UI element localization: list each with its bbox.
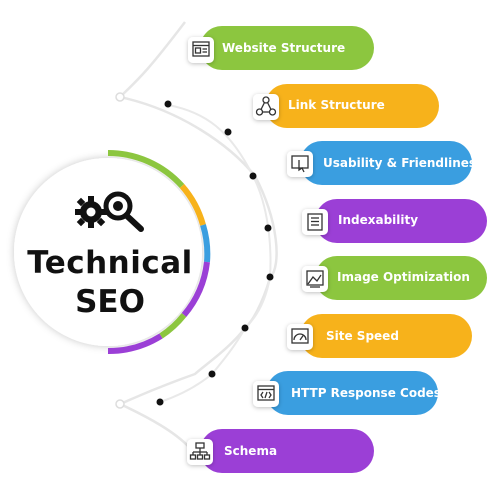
connector-dot — [156, 398, 164, 406]
item-indexability — [302, 199, 487, 243]
icon-tile — [253, 381, 279, 407]
speedometer-icon — [291, 328, 309, 344]
icon-tile — [253, 94, 279, 120]
badge-ring-green-lower — [159, 313, 187, 339]
connector-dot — [266, 273, 274, 281]
label-website-structure: Website Structure — [222, 41, 346, 55]
item-http-response-codes — [253, 371, 438, 415]
badge-ring-purple-lower — [107, 333, 163, 355]
image-chart-icon — [306, 270, 324, 288]
icon-tile — [287, 324, 313, 350]
pill — [315, 256, 487, 300]
item-link-structure — [253, 84, 439, 128]
touch-screen-icon — [291, 155, 309, 173]
label-image-optimization: Image Optimization — [337, 270, 470, 284]
sitemap-icon — [189, 442, 211, 460]
document-list-icon — [307, 213, 323, 231]
connector-dot — [208, 370, 216, 378]
title-line-seo: SEO — [75, 284, 145, 320]
icon-tile — [302, 266, 328, 292]
connector-dot — [249, 172, 257, 180]
item-website-structure — [188, 26, 374, 70]
badge-ring-yellow — [179, 184, 206, 226]
badge-ring-blue — [200, 224, 211, 263]
icon-tile — [302, 209, 328, 235]
connector-dots — [156, 100, 274, 406]
connector-dot — [264, 224, 272, 232]
item-usability-friendliness — [287, 141, 472, 185]
title-line-technical: Technical — [27, 245, 193, 281]
connector-dot — [241, 324, 249, 332]
item-schema — [187, 429, 374, 473]
network-nodes-icon — [255, 96, 277, 116]
website-layout-icon — [192, 41, 210, 57]
label-schema: Schema — [224, 444, 278, 458]
center-badge — [14, 149, 211, 355]
connector-end — [115, 399, 125, 409]
pill — [266, 371, 438, 415]
connector-dot — [224, 128, 232, 136]
badge-ring-green — [107, 149, 185, 189]
label-usability-friendliness: Usability & Friendliness — [323, 156, 484, 170]
pill — [315, 199, 487, 243]
item-site-speed — [287, 314, 472, 358]
pill — [300, 314, 472, 358]
label-http-response-codes: HTTP Response Codes — [291, 386, 441, 400]
connector-dot — [164, 100, 172, 108]
pill — [200, 429, 374, 473]
label-indexability: Indexability — [338, 213, 419, 227]
pill — [300, 141, 472, 185]
pill — [265, 84, 439, 128]
connector-end — [115, 92, 125, 102]
connector-endpoints — [115, 92, 125, 409]
gear-magnifier-icon — [75, 191, 144, 232]
pill — [200, 26, 374, 70]
icon-tile — [287, 151, 313, 177]
item-image-optimization — [302, 256, 487, 300]
icon-tile — [188, 37, 214, 63]
badge-ring-purple — [181, 261, 210, 317]
icon-tile — [187, 439, 213, 465]
label-link-structure: Link Structure — [288, 98, 385, 112]
label-site-speed: Site Speed — [326, 329, 399, 343]
code-window-icon — [257, 385, 275, 401]
